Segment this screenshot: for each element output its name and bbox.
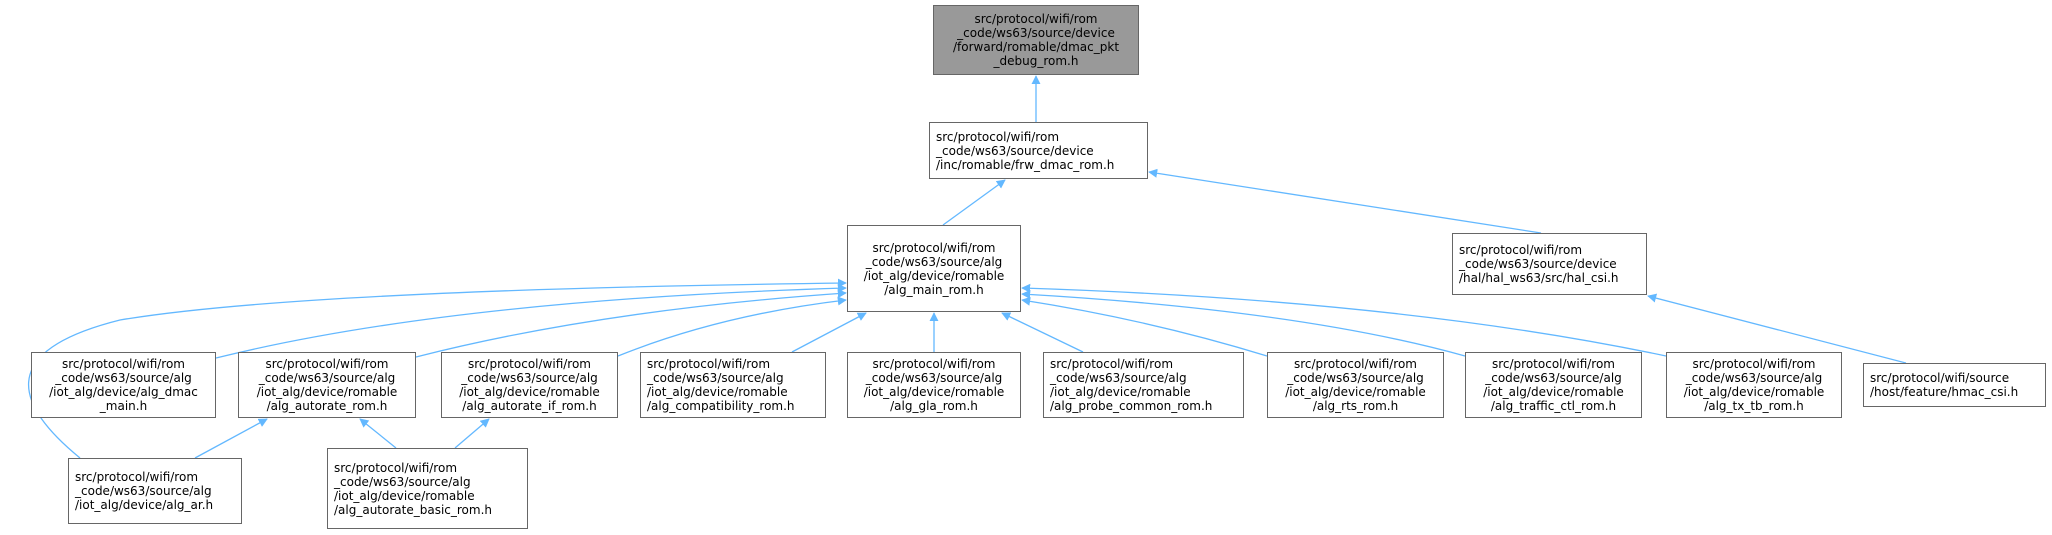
node-alg-gla-rom[interactable]: src/protocol/wifi/rom _code/ws63/source/… [847, 352, 1021, 418]
edge-hmac_csi-to-hal_csi [1647, 293, 1907, 364]
node-label: src/protocol/wifi/rom _code/ws63/source/… [459, 357, 600, 413]
node-label: src/protocol/wifi/rom _code/ws63/source/… [1483, 357, 1624, 413]
edge-autorate-to-main [415, 289, 847, 358]
edge-autorate_if-to-main [617, 296, 847, 357]
edge-probe-to-main [1001, 312, 1084, 353]
node-label: src/protocol/wifi/rom _code/ws63/source/… [1285, 357, 1426, 413]
node-label: src/protocol/wifi/rom _code/ws63/source/… [1459, 243, 1619, 285]
node-alg-autorate-basic-rom[interactable]: src/protocol/wifi/rom _code/ws63/source/… [327, 448, 528, 529]
node-alg-compatibility-rom[interactable]: src/protocol/wifi/rom _code/ws63/source/… [640, 352, 826, 418]
edge-rts-to-main [1021, 296, 1268, 357]
node-alg-autorate-rom[interactable]: src/protocol/wifi/rom _code/ws63/source/… [238, 352, 416, 418]
node-alg-rts-rom[interactable]: src/protocol/wifi/rom _code/ws63/source/… [1267, 352, 1444, 418]
node-label: src/protocol/wifi/rom _code/ws63/source/… [256, 357, 398, 413]
node-label: src/protocol/wifi/rom _code/ws63/source/… [75, 470, 214, 512]
edge-traffic-to-main [1021, 289, 1466, 357]
edge-ar-to-autorate [194, 418, 268, 459]
node-frw-dmac-rom[interactable]: src/protocol/wifi/rom _code/ws63/source/… [929, 122, 1148, 179]
node-hmac-csi[interactable]: src/protocol/wifi/source /host/feature/h… [1863, 363, 2046, 407]
node-label: src/protocol/wifi/rom _code/ws63/source/… [647, 357, 795, 413]
node-label: src/protocol/wifi/rom _code/ws63/source/… [49, 357, 198, 413]
edge-compat-to-main [791, 312, 867, 353]
node-label: src/protocol/wifi/rom _code/ws63/source/… [1050, 357, 1213, 413]
node-alg-traffic-ctl-rom[interactable]: src/protocol/wifi/rom _code/ws63/source/… [1465, 352, 1642, 418]
node-alg-ar[interactable]: src/protocol/wifi/rom _code/ws63/source/… [68, 458, 242, 524]
node-label: src/protocol/wifi/rom _code/ws63/source/… [952, 12, 1120, 68]
node-alg-autorate-if-rom[interactable]: src/protocol/wifi/rom _code/ws63/source/… [441, 352, 618, 418]
node-alg-dmac-main[interactable]: src/protocol/wifi/rom _code/ws63/source/… [31, 352, 216, 418]
edge-hal_csi-to-frw [1148, 168, 1542, 234]
edge-tx_tb-to-main [1021, 283, 1667, 357]
node-alg-tx-tb-rom[interactable]: src/protocol/wifi/rom _code/ws63/source/… [1666, 352, 1842, 418]
node-dmac-pkt-debug-rom-current: src/protocol/wifi/rom _code/ws63/source/… [933, 5, 1139, 75]
node-label: src/protocol/wifi/rom _code/ws63/source/… [863, 357, 1005, 413]
edge-main-to-frw [942, 179, 1006, 226]
node-alg-main-rom[interactable]: src/protocol/wifi/rom _code/ws63/source/… [847, 225, 1021, 312]
node-alg-probe-common-rom[interactable]: src/protocol/wifi/rom _code/ws63/source/… [1043, 352, 1244, 418]
edge-dmac_main-to-main [215, 283, 847, 359]
node-label: src/protocol/wifi/rom _code/ws63/source/… [936, 129, 1115, 172]
node-label: src/protocol/wifi/source /host/feature/h… [1870, 371, 2019, 399]
edge-basic-to-autorate_if [454, 418, 490, 449]
edge-ar-to-main [28, 278, 847, 459]
node-label: src/protocol/wifi/rom _code/ws63/source/… [863, 240, 1005, 297]
node-label: src/protocol/wifi/rom _code/ws63/source/… [1683, 357, 1825, 413]
node-label: src/protocol/wifi/rom _code/ws63/source/… [334, 460, 493, 517]
node-hal-csi[interactable]: src/protocol/wifi/rom _code/ws63/source/… [1452, 233, 1647, 295]
edge-basic-to-autorate [359, 418, 397, 449]
